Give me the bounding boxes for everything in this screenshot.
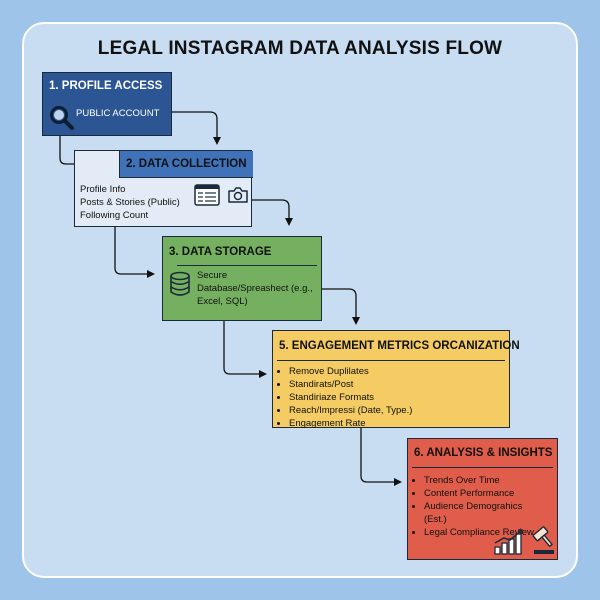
step-5-divider: [277, 360, 505, 361]
step-6-list: Trends Over Time Content Performance Aud…: [410, 472, 550, 541]
step-data-collection: 2. DATA COLLECTION Profile Info Posts & …: [74, 150, 253, 227]
bar-chart-icon: [494, 529, 523, 555]
magnifier-icon: [50, 106, 74, 130]
step-1-header: 1. PROFILE ACCESS: [49, 80, 163, 92]
list-item: Trends Over Time: [424, 474, 542, 487]
list-item: Remove Duplilates: [289, 365, 412, 378]
step-2-list: Profile Info Posts & Stories (Public) Fo…: [75, 181, 188, 224]
step-3-divider: [177, 265, 317, 266]
list-item: Standiriaze Formats: [289, 391, 412, 404]
camera-icon: [228, 187, 248, 203]
list-item: Engagement Rate: [289, 417, 412, 430]
gavel-icon: [532, 526, 554, 554]
list-item: Reach/Impressi (Date, Type.): [289, 404, 412, 417]
list-item: Profile Info: [80, 184, 126, 195]
diagram-title: LEGAL INSTAGRAM DATA ANALYSIS FLOW: [97, 38, 503, 59]
step-engagement-metrics: 5. ENGAGEMENT METRICS ORCANIZATION Remov…: [272, 330, 520, 429]
list-item: Standirats/Post: [289, 378, 412, 391]
step-data-storage: 3. DATA STORAGE Secure Database/Spreashe…: [162, 236, 322, 321]
step-5-header: 5. ENGAGEMENT METRICS ORCANIZATION: [279, 340, 520, 352]
list-item: Content Performance: [424, 487, 542, 500]
list-item: Audience Demograhics (Est.): [424, 500, 542, 526]
step-analysis-insights: 6. ANALYSIS & INSIGHTS Trends Over Time …: [407, 438, 558, 560]
database-icon: [170, 271, 190, 296]
list-item: Posts & Stories (Public): [80, 197, 180, 208]
step-1-body: PUBLIC ACCOUNT: [76, 108, 160, 119]
list-item: Following Count: [80, 210, 149, 221]
list-item: Legal Compliance Review: [424, 526, 542, 539]
step-3-header: 3. DATA STORAGE: [169, 246, 272, 258]
step-5-list: Remove Duplilates Standirats/Post Standi…: [275, 363, 420, 432]
spreadsheet-icon: [194, 184, 220, 206]
step-profile-access: 1. PROFILE ACCESS PUBLIC ACCOUNT: [42, 72, 172, 136]
step-6-header: 6. ANALYSIS & INSIGHTS: [414, 447, 553, 459]
step-2-header: 2. DATA COLLECTION: [119, 151, 253, 178]
step-6-divider: [412, 467, 553, 468]
step-3-body: Secure Database/Spreashect (e.g., Excel,…: [197, 270, 313, 307]
